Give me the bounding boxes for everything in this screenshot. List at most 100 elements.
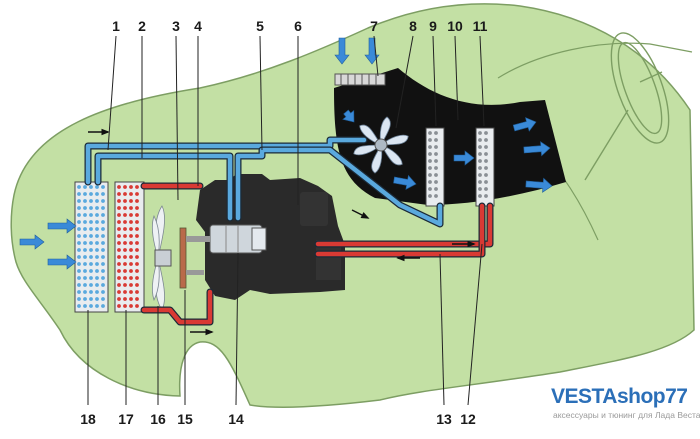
core-dot [101,241,105,245]
core-dot [101,297,105,301]
core-dot [117,227,121,231]
core-dot [117,276,121,280]
core-dot [428,194,432,198]
core-dot [83,241,87,245]
core-dot [123,290,127,294]
core-dot [89,248,93,252]
airflow-arrows [19,37,553,270]
auxiliary-radiator [114,181,145,313]
core-dot [95,199,99,203]
core-dot [95,290,99,294]
core-dot [129,290,133,294]
core-dot [117,185,121,189]
callout-number: 5 [256,18,264,34]
core-dot [129,213,133,217]
leader-line [479,35,485,127]
core-dot [135,206,139,210]
core-dot [123,213,127,217]
core-dot [89,234,93,238]
airflow-arrow [334,37,350,65]
core-dot [484,166,488,170]
core-dot [101,255,105,259]
core-dot [77,220,81,224]
core-dot [135,283,139,287]
core-dot [95,234,99,238]
core-dot [83,220,87,224]
core-dot [478,187,482,191]
core-dot [484,159,488,163]
leader-line [439,253,445,406]
coolant-pipe [235,147,443,227]
core-dot [484,145,488,149]
core-dot [123,185,127,189]
core-dot [89,241,93,245]
core-dot [478,152,482,156]
core-dot [135,304,139,308]
airflow-arrow [19,234,45,250]
heater-fan-icon [353,116,409,174]
core-dot [101,262,105,266]
coolant-pipe [315,203,485,257]
core-dot [129,185,133,189]
airflow-arrow [47,218,77,234]
core-dot [129,269,133,273]
callout-number: 18 [80,411,96,427]
core-dot [77,206,81,210]
core-dot [123,269,127,273]
core-dot [117,248,121,252]
airflow-arrow [393,174,417,190]
core-dot [95,206,99,210]
core-dot [434,187,438,191]
callout-number: 9 [429,18,437,34]
core-dot [89,262,93,266]
core-dot [95,269,99,273]
leader-line [395,35,414,129]
core-dot [135,262,139,266]
leader-line [467,243,483,406]
core-dot [135,220,139,224]
airflow-arrow [453,150,475,166]
core-dot [129,206,133,210]
core-dot [123,262,127,266]
core-dot [117,283,121,287]
core-dot [83,304,87,308]
core-dot [101,227,105,231]
core-dot [484,138,488,142]
callout-number: 3 [172,18,180,34]
core-dot [89,220,93,224]
core-dot [117,234,121,238]
core-dot [484,187,488,191]
core-dot [83,199,87,203]
core-dot [129,283,133,287]
core-dot [83,255,87,259]
core-dot [89,206,93,210]
core-dot [101,290,105,294]
core-dot [83,269,87,273]
core-dot [117,192,121,196]
core-dot [129,262,133,266]
core-dot [135,234,139,238]
callout-number: 14 [228,411,244,427]
core-dot [101,234,105,238]
core-dot [428,138,432,142]
core-dot [95,304,99,308]
core-dot [77,304,81,308]
callout-number: 7 [370,18,378,34]
core-dot [135,227,139,231]
core-dot [83,297,87,301]
core-dot [135,290,139,294]
core-dot [135,248,139,252]
core-dot [101,248,105,252]
callout-leader-lines [87,35,485,406]
heater-radiator-core [425,127,445,207]
core-dot [77,213,81,217]
core-dot [117,241,121,245]
core-dot [428,180,432,184]
core-dot [117,213,121,217]
core-dot [83,262,87,266]
core-dot [135,241,139,245]
leader-line [235,252,239,406]
